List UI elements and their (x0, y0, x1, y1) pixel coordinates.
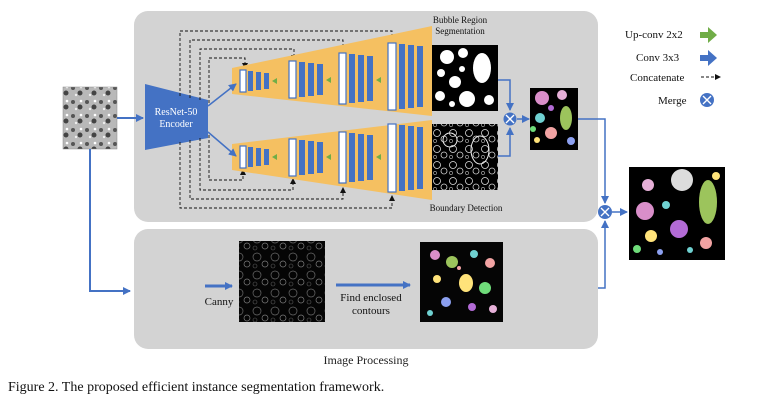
legend-upconv-arrow (700, 27, 717, 43)
boundary-detection-label: Boundary Detection (430, 203, 503, 213)
image-processing-label: Image Processing (324, 353, 409, 367)
contours-to-final-merge-arrow (598, 220, 609, 289)
encoder-label-line1: ResNet-50 (155, 107, 198, 118)
skip-connection-top-2 (199, 48, 297, 100)
boundary-to-merge-arrow (498, 127, 514, 157)
canny-label: Canny (205, 296, 234, 308)
image-processing-panel (134, 229, 598, 349)
legend: Up-conv 2x2 Conv 3x3 Concatenate Merge (625, 27, 721, 107)
decoder-top (232, 26, 432, 116)
decoder-top-background (232, 26, 432, 116)
encoder-label-line2: Encoder (159, 119, 193, 130)
resnet-encoder (145, 84, 208, 150)
decoder-bottom (232, 120, 432, 200)
input-image (62, 86, 118, 150)
find-contours-label-line1: Find enclosed (340, 292, 402, 304)
input-to-image-processing-arrow (89, 149, 131, 295)
bubble-region-image (432, 45, 498, 111)
skip-connection-bottom-3 (189, 140, 346, 200)
merge-node-network (503, 112, 517, 126)
legend-merge-icon (700, 93, 714, 107)
boundary-detection-image (432, 124, 498, 190)
encoder-to-top-decoder-arrow (207, 83, 237, 107)
skip-connection-bottom-2 (199, 138, 296, 191)
find-contours-label-line2: contours (352, 305, 390, 317)
decoder-bottom-background (232, 120, 432, 200)
legend-conv-arrow (700, 50, 717, 66)
skip-connection-bottom-1 (208, 135, 246, 181)
bubble-region-label-line2: Segmentation (435, 26, 485, 36)
legend-conv-label: Conv 3x3 (636, 52, 680, 64)
legend-concatenate-label: Concatenate (630, 72, 684, 84)
figure-caption: Figure 2. The proposed efficient instanc… (8, 380, 385, 395)
network-result-to-final-merge-arrow (578, 118, 609, 204)
skip-connection-bottom-4 (179, 142, 395, 209)
canny-edges-image (239, 241, 325, 322)
final-output-image (629, 167, 725, 260)
legend-merge-label: Merge (658, 95, 687, 107)
network-instance-result-image (530, 88, 578, 150)
seg-to-merge-arrow (498, 79, 514, 111)
skip-connection-top-1 (208, 57, 248, 103)
merge-node-final (598, 205, 612, 219)
contour-instances-image (420, 242, 503, 322)
bubble-region-label-line1: Bubble Region (433, 15, 488, 25)
encoder-to-bottom-decoder-arrow (207, 131, 237, 157)
legend-upconv-label: Up-conv 2x2 (625, 29, 683, 41)
